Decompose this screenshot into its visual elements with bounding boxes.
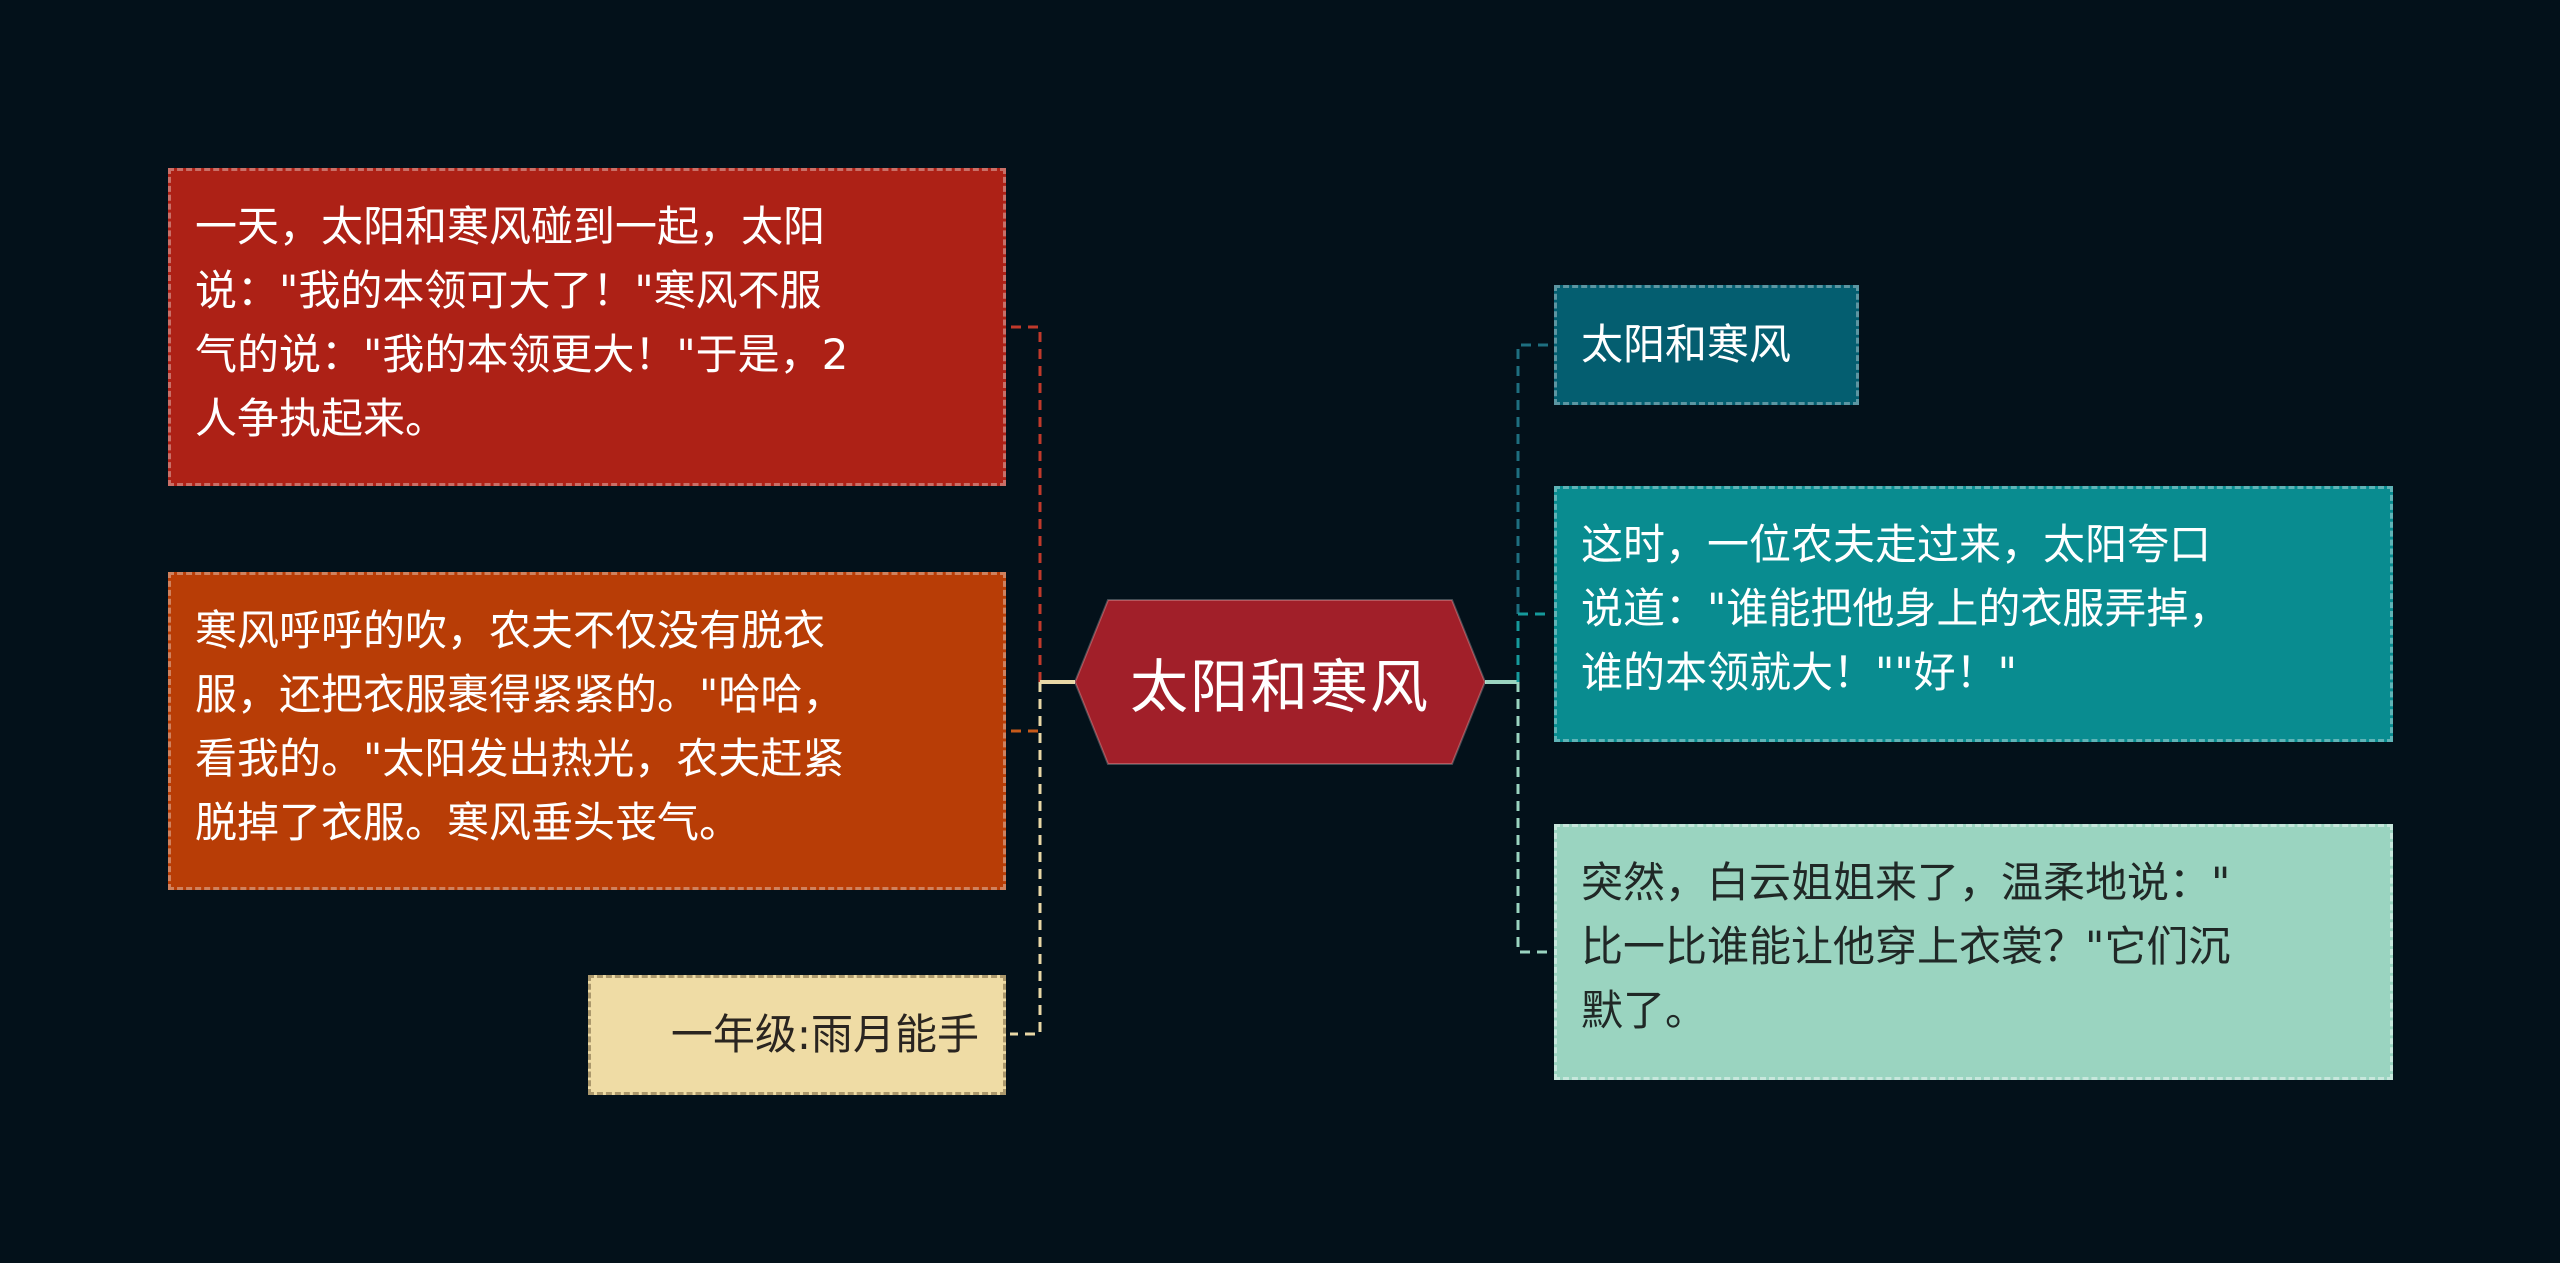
node-right-2-line-2: 说道："谁能把他身上的衣服弄掉， xyxy=(1581,584,2231,633)
link-right-1 xyxy=(1516,343,1550,682)
node-right-2[interactable]: 这时，一位农夫走过来，太阳夸口 说道："谁能把他身上的衣服弄掉， 谁的本领就大！… xyxy=(1554,486,2393,742)
center-node-title: 太阳和寒风 xyxy=(1129,653,1430,721)
node-left-1-line-3: 气的说："我的本领更大！"于是，2 xyxy=(195,330,849,379)
link-right-2 xyxy=(1516,612,1550,682)
node-left-1-line-4: 人争执起来。 xyxy=(195,394,448,443)
node-right-3-line-1: 突然，白云姐姐来了，温柔地说：" xyxy=(1581,858,2231,907)
node-left-2-line-2: 服，还把衣服裹得紧紧的。"哈哈， xyxy=(195,670,845,719)
link-left-2 xyxy=(1010,682,1042,733)
center-node-shape xyxy=(1073,599,1487,765)
link-right-3 xyxy=(1516,682,1550,954)
node-left-2[interactable]: 寒风呼呼的吹，农夫不仅没有脱衣 服，还把衣服裹得紧紧的。"哈哈， 看我的。"太阳… xyxy=(168,572,1006,890)
node-left-3-text: 一年级:雨月能手 xyxy=(670,1010,979,1059)
node-right-3-line-2: 比一比谁能让他穿上衣裳？"它们沉 xyxy=(1581,922,2231,971)
center-node[interactable]: 太阳和寒风 xyxy=(1075,600,1485,764)
node-left-1-line-2: 说："我的本领可大了！"寒风不服 xyxy=(195,266,822,315)
node-left-1[interactable]: 一天，太阳和寒风碰到一起，太阳 说："我的本领可大了！"寒风不服 气的说："我的… xyxy=(168,168,1006,486)
node-right-1-text: 太阳和寒风 xyxy=(1581,320,1792,369)
link-left-3 xyxy=(1010,682,1042,1036)
node-right-2-line-1: 这时，一位农夫走过来，太阳夸口 xyxy=(1581,520,2212,569)
node-left-2-line-3: 看我的。"太阳发出热光，农夫赶紧 xyxy=(195,734,845,783)
link-left-1 xyxy=(1010,325,1042,682)
node-right-3[interactable]: 突然，白云姐姐来了，温柔地说：" 比一比谁能让他穿上衣裳？"它们沉 默了。 xyxy=(1554,824,2393,1080)
node-right-3-line-3: 默了。 xyxy=(1581,986,1708,1035)
node-left-2-line-4: 脱掉了衣服。寒风垂头丧气。 xyxy=(195,798,742,847)
node-right-2-line-3: 谁的本领就大！""好！" xyxy=(1581,648,2017,697)
node-left-1-line-1: 一天，太阳和寒风碰到一起，太阳 xyxy=(195,202,826,251)
node-right-1[interactable]: 太阳和寒风 xyxy=(1554,285,1859,405)
node-left-3[interactable]: 一年级:雨月能手 xyxy=(588,975,1006,1095)
node-left-2-line-1: 寒风呼呼的吹，农夫不仅没有脱衣 xyxy=(195,606,826,655)
